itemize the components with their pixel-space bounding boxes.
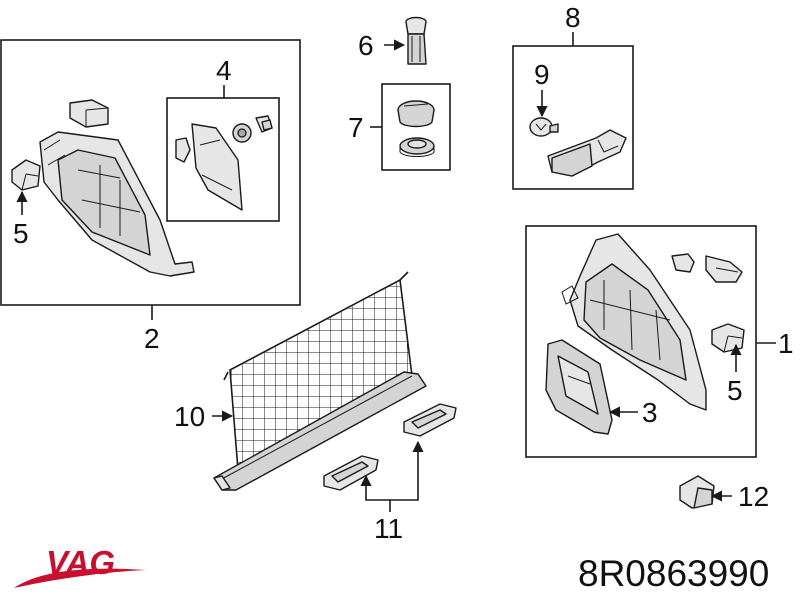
box-4 (166, 97, 280, 222)
plug-6-part (405, 16, 427, 65)
part-number: 8R0863990 (578, 553, 769, 594)
cover-upper-part (403, 403, 457, 437)
left-trim-panel-part (39, 131, 195, 277)
clip-12-part (679, 475, 715, 509)
callout-8: 8 (565, 2, 581, 33)
lamp-housing-part (547, 129, 627, 177)
callout-1: 1 (778, 328, 794, 359)
callout-4: 4 (216, 55, 232, 86)
clip-5-right-part (711, 323, 745, 353)
clip-5-left-part (11, 159, 41, 191)
lamp-group (512, 45, 634, 190)
right-trim-panel-group (525, 225, 757, 458)
right-panel-box (525, 225, 757, 458)
callout-3: 3 (642, 397, 658, 428)
cargo-net-group (213, 271, 427, 491)
callout-12: 12 (738, 481, 769, 512)
callout-5-right: 5 (727, 375, 743, 406)
cap-ring-group (381, 83, 451, 171)
small-clip-part (69, 99, 109, 128)
ring-part (399, 137, 435, 157)
clip-small-part (175, 137, 191, 163)
callout-7: 7 (348, 112, 364, 143)
cover-panel-part (191, 123, 243, 211)
left-panel-box (0, 39, 301, 306)
right-trim-panel-part (561, 233, 707, 411)
cap-part (397, 100, 435, 128)
callout-9: 9 (534, 59, 550, 90)
side-pocket-part (545, 339, 613, 435)
clip-pair-part (671, 253, 743, 283)
callout-11: 11 (374, 513, 403, 544)
stud-part (255, 115, 273, 133)
covers-11-group (323, 403, 457, 491)
callout-5-left: 5 (13, 218, 29, 249)
push-nut-part (232, 123, 252, 143)
callout-10: 10 (174, 401, 205, 432)
leader-lines (16, 32, 776, 512)
logo-swoosh (14, 568, 146, 588)
callout-numbers: 1 2 3 4 5 5 6 7 8 9 10 11 12 (13, 2, 794, 544)
vag-logo: VAG (14, 544, 146, 588)
cover-lower-part (323, 455, 379, 491)
callout-6: 6 (358, 30, 374, 61)
bulb-part (529, 117, 559, 137)
left-trim-panel-group (0, 39, 301, 306)
callout-2: 2 (144, 323, 160, 354)
